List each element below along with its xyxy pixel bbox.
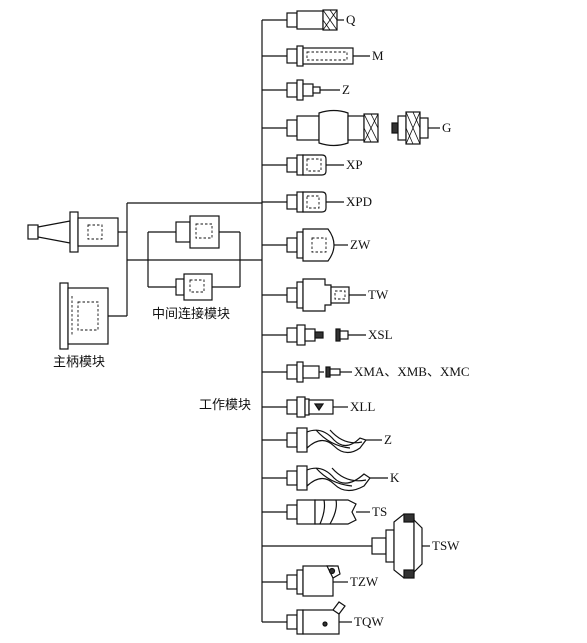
module-label: XPD <box>346 194 373 209</box>
flat-shank-icon <box>59 282 109 350</box>
working-module-branches <box>262 19 372 623</box>
module-m-icon <box>286 45 370 67</box>
module-label: XLL <box>350 399 376 414</box>
intermediate-module-1-icon <box>175 215 220 249</box>
module-label: TZW <box>350 574 379 589</box>
module-xpd-icon <box>286 191 344 213</box>
connection-lines <box>108 20 263 622</box>
module-label: G <box>442 120 452 135</box>
module-ts-icon <box>286 499 370 525</box>
module-k-icon <box>286 465 388 492</box>
module-label: XMA、XMB、XMC <box>354 364 470 379</box>
module-xll-icon <box>286 396 348 418</box>
module-label: Z <box>342 82 350 97</box>
module-label: ZW <box>350 237 371 252</box>
module-label: Q <box>346 12 356 27</box>
intermediate-label: 中间连接模块 <box>152 307 231 322</box>
module-zw-icon <box>286 228 348 262</box>
module-label: M <box>372 48 384 63</box>
module-label: TS <box>372 504 388 519</box>
module-label: TQW <box>354 614 384 629</box>
module-xsl-icon <box>286 324 366 346</box>
module-label: XSL <box>368 327 393 342</box>
module-g-icon <box>286 109 440 147</box>
module-xm-icon <box>286 361 352 383</box>
module-tw-icon <box>286 278 366 312</box>
module-label: TSW <box>432 538 460 553</box>
module-tzw-icon <box>286 565 348 597</box>
module-q-icon <box>286 9 344 31</box>
intermediate-module-2-icon <box>175 273 213 301</box>
module-label: Z <box>384 432 392 447</box>
module-label: TW <box>368 287 389 302</box>
module-label: XP <box>346 157 363 172</box>
module-z-small-icon <box>286 79 340 101</box>
taper-shank-icon <box>27 211 119 253</box>
main-shank-label: 主柄模块 <box>53 355 106 370</box>
module-xp-icon <box>286 154 344 176</box>
module-z-drill-icon <box>286 427 382 454</box>
module-tsw-icon <box>371 513 430 579</box>
module-label: K <box>390 470 400 485</box>
module-tqw-icon <box>286 601 352 635</box>
working-label: 工作模块 <box>199 398 252 413</box>
